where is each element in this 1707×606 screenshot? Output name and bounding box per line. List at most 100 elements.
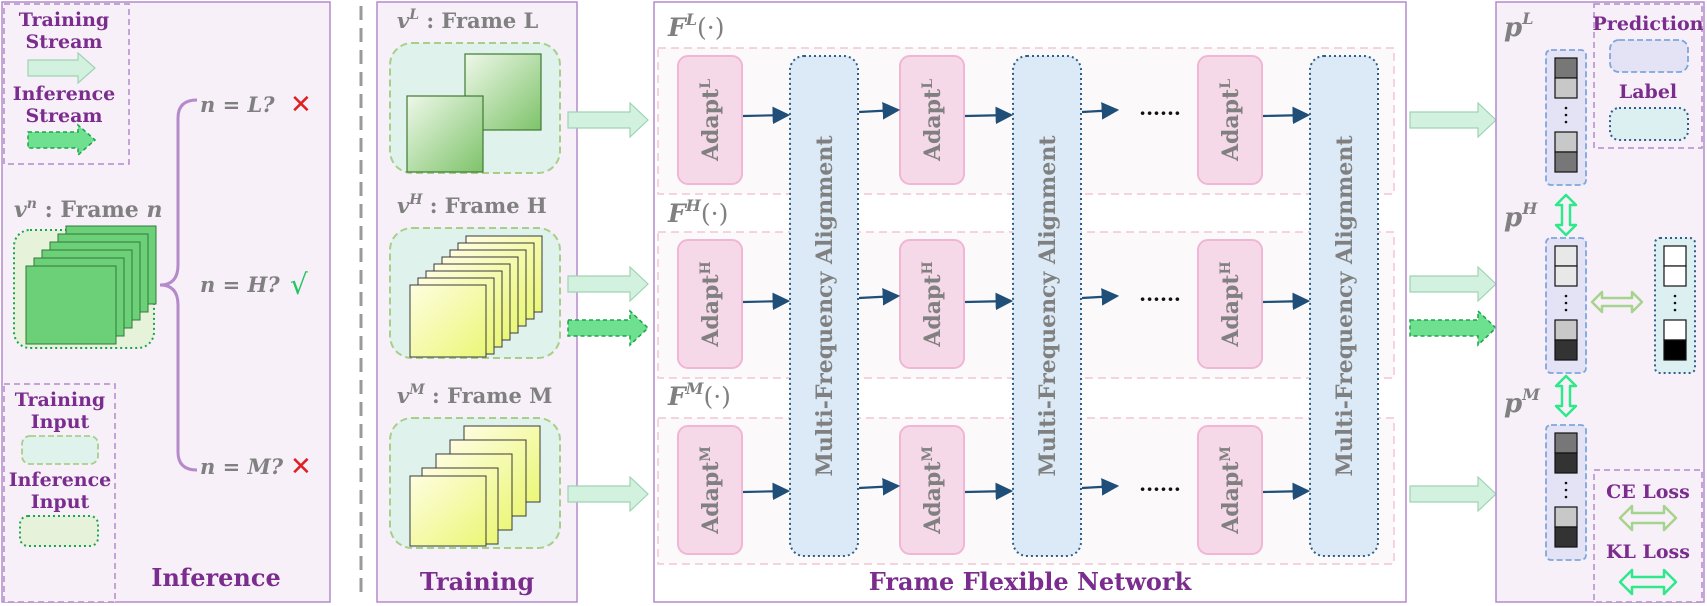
inference-stream-label-2: Stream bbox=[25, 105, 102, 127]
connector-L-1 bbox=[742, 106, 791, 125]
connector-H-1 bbox=[742, 292, 791, 311]
svg-text:AdaptM: AdaptM bbox=[920, 446, 946, 535]
legend-label-label: Label bbox=[1619, 81, 1677, 103]
connector-M-1 bbox=[742, 482, 791, 501]
legend-prediction-label: Prediction bbox=[1593, 13, 1704, 35]
frame-n-label: vn : Frame n bbox=[14, 196, 162, 223]
condition-n-equals-M: n = M? bbox=[200, 454, 284, 479]
svg-text:Multi-Frequency Alignment: Multi-Frequency Alignment bbox=[1035, 135, 1061, 477]
svg-text:AdaptM: AdaptM bbox=[698, 446, 724, 535]
connector-M-4 bbox=[1081, 478, 1120, 496]
prediction-swatch bbox=[1609, 39, 1689, 73]
training-stream-label-1: Training bbox=[19, 9, 109, 31]
mfa-columns: Multi-Frequency Alignment Multi-Frequency… bbox=[789, 55, 1379, 557]
connector-L-2 bbox=[858, 102, 901, 120]
frame-L-label: vL : Frame L bbox=[397, 7, 539, 33]
adapt-L-block-3: AdaptL bbox=[1197, 55, 1263, 185]
inference-stream-arrow-icon bbox=[27, 123, 97, 157]
adapt-M-block-3: AdaptM bbox=[1197, 425, 1263, 555]
frame-H-inference-arrow bbox=[567, 309, 650, 347]
connector-H-5 bbox=[1262, 292, 1311, 311]
connector-H-2 bbox=[858, 288, 901, 306]
output-M-train-arrow bbox=[1409, 475, 1497, 513]
training-stream-label-2: Stream bbox=[25, 31, 102, 53]
loss-legend: CE Loss KL Loss bbox=[1593, 469, 1703, 603]
inference-panel-title: Inference bbox=[151, 563, 281, 592]
connector-M-2 bbox=[858, 478, 901, 496]
adapt-H-block-1: AdaptH bbox=[677, 239, 743, 369]
connector-H-4 bbox=[1081, 288, 1120, 306]
svg-text:AdaptH: AdaptH bbox=[698, 261, 724, 348]
label-vector bbox=[1654, 237, 1696, 374]
svg-text:AdaptL: AdaptL bbox=[1218, 79, 1244, 162]
training-input-label-2: Input bbox=[31, 411, 90, 433]
label-swatch bbox=[1609, 107, 1689, 141]
stream-legend: Training Stream Inference Stream bbox=[3, 3, 130, 165]
output-H-train-arrow bbox=[1409, 265, 1497, 303]
frame-M-input bbox=[389, 417, 561, 549]
ce-loss-arrow-icon bbox=[1618, 504, 1678, 532]
accept-H-icon: √ bbox=[290, 268, 308, 301]
mfa-column-1: Multi-Frequency Alignment bbox=[789, 55, 859, 557]
prediction-vector-L bbox=[1545, 49, 1587, 186]
network-panel-title: Frame Flexible Network bbox=[869, 567, 1193, 596]
adapter-blocks: AdaptL AdaptL AdaptL AdaptH AdaptH AdaptH Adap… bbox=[677, 55, 1263, 555]
decision-brace bbox=[159, 98, 198, 472]
training-input-label-1: Training bbox=[15, 389, 105, 411]
training-input-swatch bbox=[21, 435, 99, 465]
reject-L-icon: ✕ bbox=[290, 90, 312, 120]
kl-arrow-L-H bbox=[1554, 193, 1578, 237]
adapt-H-block-3: AdaptH bbox=[1197, 239, 1263, 369]
prediction-vector-M bbox=[1545, 424, 1587, 561]
condition-n-equals-H: n = H? bbox=[200, 272, 280, 297]
kl-loss-label: KL Loss bbox=[1606, 541, 1690, 563]
svg-text:Multi-Frequency Alignment: Multi-Frequency Alignment bbox=[1332, 135, 1358, 477]
training-panel-title: Training bbox=[420, 567, 534, 596]
frame-L-train-arrow bbox=[567, 101, 649, 139]
frame-n-stack bbox=[13, 225, 157, 349]
connector-H-3 bbox=[964, 292, 1014, 311]
ce-loss-label: CE Loss bbox=[1606, 481, 1690, 503]
prediction-label-legend: Prediction Label bbox=[1593, 3, 1704, 149]
ce-arrow-H-label bbox=[1590, 290, 1644, 314]
connector-L-3 bbox=[964, 106, 1014, 125]
frame-M-train-arrow bbox=[567, 475, 649, 513]
connector-L-5 bbox=[1262, 106, 1311, 125]
frame-H-label: vH : Frame H bbox=[397, 192, 547, 218]
ellipsis-M: ······ bbox=[1139, 477, 1181, 501]
condition-n-equals-L: n = L? bbox=[200, 92, 275, 117]
p-H-label: pH bbox=[1504, 199, 1538, 233]
inference-stream-label-1: Inference bbox=[13, 83, 116, 105]
p-M-label: pM bbox=[1504, 385, 1541, 419]
connector-L-4 bbox=[1081, 102, 1120, 120]
svg-text:AdaptM: AdaptM bbox=[1218, 446, 1244, 535]
prediction-vector-H bbox=[1545, 237, 1587, 374]
svg-text:vn : Frame n: vn : Frame n bbox=[14, 196, 162, 223]
mfa-column-2: Multi-Frequency Alignment bbox=[1012, 55, 1082, 557]
frame-M-label: vM : Frame M bbox=[397, 382, 552, 408]
ellipsis-L: ······ bbox=[1139, 101, 1181, 125]
adapt-L-block-1: AdaptL bbox=[677, 55, 743, 185]
frame-H-input bbox=[389, 227, 561, 359]
adapt-M-block-2: AdaptM bbox=[899, 425, 965, 555]
svg-text:AdaptL: AdaptL bbox=[920, 79, 946, 162]
svg-text:AdaptL: AdaptL bbox=[698, 79, 724, 162]
branch-H-label: FH(·) bbox=[667, 196, 728, 228]
frame-H-train-arrow bbox=[567, 265, 649, 303]
connector-arrows: ······ ······ ······ bbox=[742, 101, 1311, 501]
output-H-inference-arrow bbox=[1409, 309, 1498, 347]
kl-loss-arrow-icon bbox=[1618, 568, 1678, 596]
inference-input-swatch bbox=[19, 515, 99, 547]
branch-L-label: FL(·) bbox=[667, 10, 724, 42]
training-stream-arrow-icon bbox=[27, 51, 96, 85]
svg-text:Multi-Frequency Alignment: Multi-Frequency Alignment bbox=[812, 135, 838, 477]
svg-text:AdaptH: AdaptH bbox=[920, 261, 946, 348]
inference-input-label-1: Inference bbox=[9, 469, 112, 491]
p-L-label: pL bbox=[1504, 9, 1533, 43]
inference-input-label-2: Input bbox=[31, 491, 90, 513]
output-L-train-arrow bbox=[1409, 101, 1497, 139]
adapt-H-block-2: AdaptH bbox=[899, 239, 965, 369]
ellipsis-H: ······ bbox=[1139, 287, 1181, 311]
prediction-vectors bbox=[1545, 49, 1587, 561]
